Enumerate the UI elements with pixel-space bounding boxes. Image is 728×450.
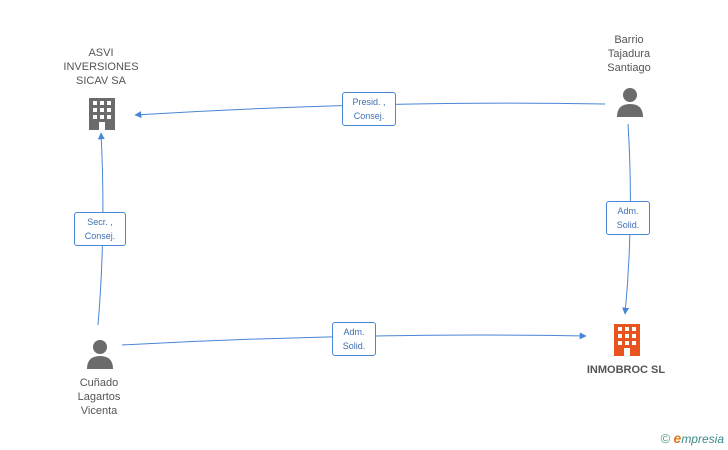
edge-label-barrio-inmobroc[interactable]: Adm. Solid. xyxy=(606,201,650,235)
person-icon[interactable] xyxy=(85,338,115,370)
edge-label-cunado-inmobroc[interactable]: Adm. Solid. xyxy=(332,322,376,356)
node-label-barrio: Barrio Tajadura Santiago xyxy=(607,34,651,74)
node-label-asvi: ASVI INVERSIONES SICAV SA xyxy=(63,47,139,87)
node-label-inmobroc: INMOBROC SL xyxy=(586,364,666,376)
brand-logo-e: e xyxy=(673,430,682,446)
footer-brand: © empresia xyxy=(661,430,724,446)
copyright-icon: © xyxy=(660,431,671,446)
person-icon[interactable] xyxy=(615,86,645,118)
building-icon[interactable] xyxy=(612,322,642,356)
building-icon[interactable] xyxy=(87,96,117,130)
node-label-cunado: Cuñado Lagartos Vicenta xyxy=(77,377,121,417)
edge-label-barrio-asvi[interactable]: Presid. , Consej. xyxy=(342,92,396,126)
brand-logo-text: mpresia xyxy=(681,432,724,446)
edge-label-cunado-asvi[interactable]: Secr. , Consej. xyxy=(74,212,126,246)
